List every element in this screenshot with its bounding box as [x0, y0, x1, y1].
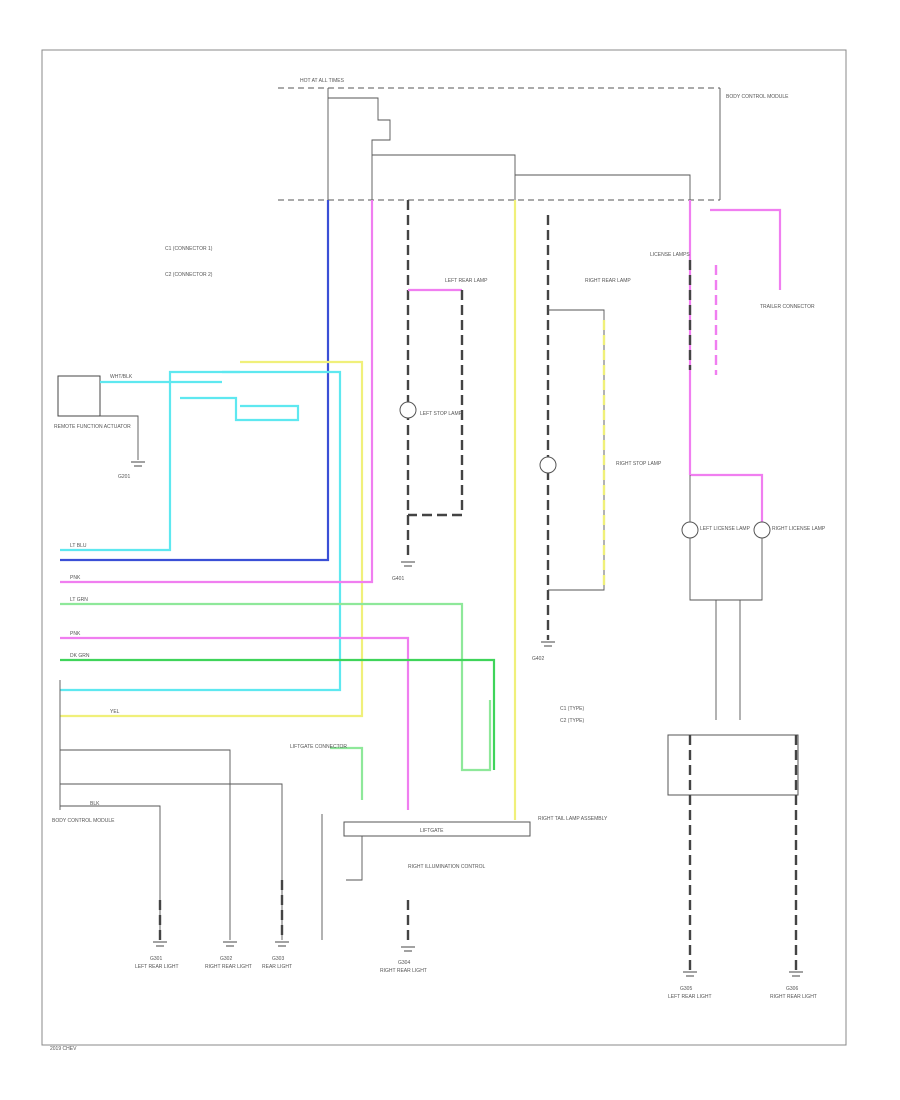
mid-note-1: C1 (TYPE) [560, 706, 585, 712]
ground-bl3-title: REAR LIGHT [262, 964, 292, 970]
ground-icon [401, 561, 415, 567]
bulb-icon [399, 401, 417, 419]
remote-module-box [57, 375, 101, 417]
ground-bl1-title: LEFT REAR LIGHT [135, 964, 179, 970]
wire-yellow [60, 360, 364, 718]
ground-icon [789, 971, 803, 977]
lower-right-module [667, 734, 799, 796]
wire-tag: BLK [90, 801, 100, 807]
wire-tag: PNK [70, 631, 81, 637]
wire-cyan-1 [60, 370, 240, 552]
ground-bl1: G301 [150, 956, 162, 962]
ground-icon [223, 941, 237, 947]
wire-tag: YEL [110, 709, 120, 715]
ground-bl2: G302 [220, 956, 232, 962]
lic-lamps-label: LICENSE LAMPS [650, 252, 690, 258]
wire-tag: LT GRN [70, 597, 88, 603]
ground-bl3: G303 [272, 956, 284, 962]
wire-tag: PNK [70, 575, 81, 581]
right-rear-label: RIGHT REAR LAMP [585, 278, 631, 284]
fuse-right-label: BODY CONTROL MODULE [726, 94, 789, 100]
remote-module-label: REMOTE FUNCTION ACTUATOR [54, 424, 131, 430]
wire-lic-split [690, 473, 764, 525]
ground-br2-title: RIGHT REAR LIGHT [770, 994, 817, 1000]
bus-label: LIFTGATE [420, 828, 444, 834]
ground-br1-title: LEFT REAR LIGHT [668, 994, 712, 1000]
bus-right-label: RIGHT TAIL LAMP ASSEMBLY [538, 816, 608, 822]
ground-icon [541, 641, 555, 647]
mid-note-2: C2 (TYPE) [560, 718, 585, 724]
connector-small-label: LIFTGATE CONNECTOR [290, 744, 347, 750]
bulb-icon [539, 456, 557, 474]
left-rear-label: LEFT REAR LAMP [445, 278, 488, 284]
ground-br1: G305 [680, 986, 692, 992]
wire-trailer [710, 208, 782, 290]
rt-center-label: RIGHT ILLUMINATION CONTROL [408, 864, 486, 870]
wire-lightgreen-2 [330, 746, 364, 800]
ground-icon [153, 941, 167, 947]
body-module-label: BODY CONTROL MODULE [52, 818, 115, 824]
bulb-icon [681, 521, 699, 539]
wire-tag: LT BLU [70, 543, 87, 549]
bulb-icon [753, 521, 771, 539]
wire-pink-2 [60, 636, 410, 810]
connector-icon [343, 821, 531, 837]
diagram-frame [41, 49, 847, 1046]
note-line-1: C1 (CONNECTOR 1) [165, 246, 213, 252]
ground-bc-title: RIGHT REAR LIGHT [380, 968, 427, 974]
fuse-block: HOT AT ALL TIMES BODY CONTROL MODULE [278, 78, 789, 201]
wire-green [60, 658, 496, 770]
center-ground-label: G401 [392, 576, 404, 582]
trailer-label: TRAILER CONNECTOR [760, 304, 815, 310]
ground-bc: G304 [398, 960, 410, 966]
wire-lightgreen [60, 602, 492, 772]
fuse-top-label: HOT AT ALL TIMES [300, 78, 345, 84]
remote-module-ground: G201 [118, 474, 130, 480]
right-stop-label: RIGHT STOP LAMP [616, 461, 662, 467]
ground-icon [131, 461, 145, 467]
lic-right-label: RIGHT LICENSE LAMP [772, 526, 826, 532]
wire-blue [60, 200, 330, 562]
wire-tag: DK GRN [70, 653, 90, 659]
right-ground-label: G402 [532, 656, 544, 662]
lic-left-label: LEFT LICENSE LAMP [700, 526, 751, 532]
note-line-2: C2 (CONNECTOR 2) [165, 272, 213, 278]
left-stop-label: LEFT STOP LAMP [420, 411, 463, 417]
wire-pink-1 [60, 200, 374, 584]
ground-icon [275, 941, 289, 947]
ground-bl2-title: RIGHT REAR LIGHT [205, 964, 252, 970]
ground-icon [683, 971, 697, 977]
wire-cyan-3 [180, 396, 300, 422]
ground-br2: G306 [786, 986, 798, 992]
ground-icon [401, 946, 415, 952]
wire-tag: WHT/BLK [110, 374, 133, 380]
wire-cyan-2 [60, 370, 342, 692]
wire-left-stop [408, 290, 464, 517]
figure-code: 2019 CHEV [50, 1046, 77, 1052]
